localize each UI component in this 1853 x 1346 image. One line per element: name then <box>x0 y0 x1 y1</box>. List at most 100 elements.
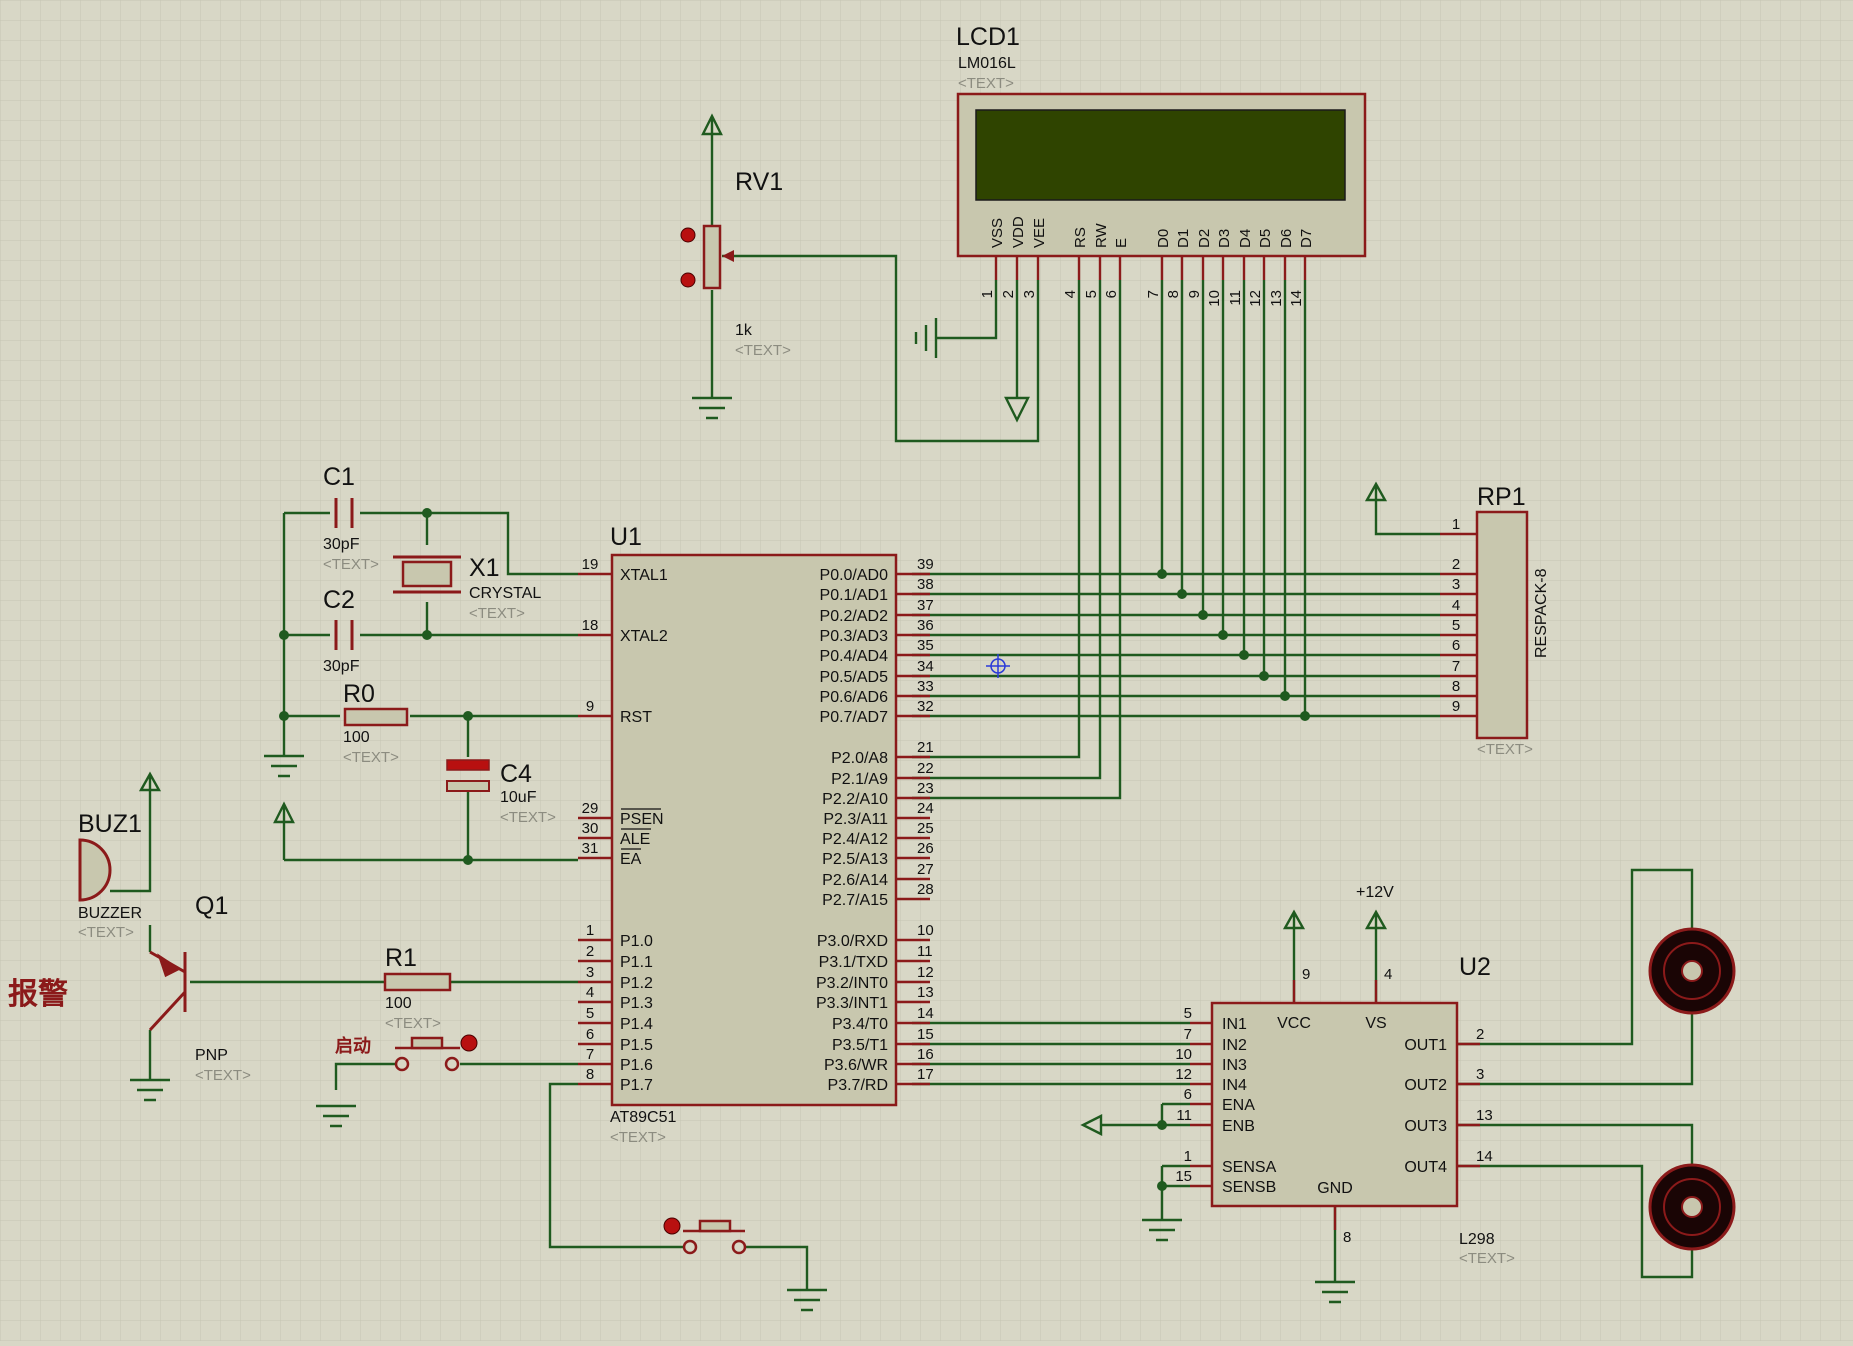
rv1-adjust-down-icon[interactable] <box>680 272 696 288</box>
u2-pin-number: 2 <box>1476 1026 1484 1043</box>
u1-pin-name: P0.5/AD5 <box>820 669 889 686</box>
u2-pin-name: ENA <box>1222 1097 1255 1114</box>
rp1-pin-number: 6 <box>1452 637 1460 654</box>
u1-pin-number: 5 <box>586 1005 594 1022</box>
u1-pin-number: 34 <box>917 658 934 675</box>
u1-pin-name: PSEN <box>620 811 664 828</box>
u1-pin-name: P1.2 <box>620 975 653 992</box>
u1-pin-number: 18 <box>582 617 599 634</box>
u1-pin-number: 22 <box>917 760 934 777</box>
motor-1[interactable] <box>1648 927 1736 1015</box>
wire-ea <box>282 822 578 862</box>
rv1-wiper-arrow <box>722 250 734 262</box>
rp1-body <box>1475 510 1529 740</box>
u1-pin-number: 8 <box>586 1066 594 1083</box>
u1-pin-name: P2.3/A11 <box>823 811 888 828</box>
r1-resistor[interactable] <box>383 972 452 992</box>
start-button-toggle-icon[interactable] <box>460 1034 478 1052</box>
u1-pin-name: P0.0/AD0 <box>820 567 889 584</box>
rv1-adjust-up-icon[interactable] <box>680 227 696 243</box>
u1-pin-number: 27 <box>917 861 934 878</box>
rv1[interactable]: RV1 1k <TEXT> <box>680 168 791 359</box>
x1-text-placeholder: <TEXT> <box>469 605 525 622</box>
q1-ref: Q1 <box>195 892 228 920</box>
u1-pin-name: P3.3/INT1 <box>816 995 888 1012</box>
u2-pin-name: ENB <box>1222 1118 1255 1135</box>
c2-ref: C2 <box>323 586 355 614</box>
wire-rp1-pin1 <box>1374 500 1440 536</box>
lcd-pin-number: 12 <box>1247 290 1264 307</box>
u2-supply-label: +12V <box>1356 884 1394 901</box>
u1-body <box>610 553 898 1107</box>
rp1-pin-number: 7 <box>1452 658 1460 675</box>
x1-crystal[interactable] <box>393 555 461 594</box>
u1-pin-name: P1.0 <box>620 933 653 950</box>
q1-text-placeholder: <TEXT> <box>195 1067 251 1084</box>
u1-pin-number: 13 <box>917 984 934 1001</box>
buz1[interactable] <box>78 838 112 902</box>
wire-buz-pwr <box>110 790 152 893</box>
p17-button[interactable] <box>682 1219 747 1255</box>
r0-resistor[interactable] <box>343 707 409 727</box>
u1-pin-name: P3.4/T0 <box>832 1016 888 1033</box>
lcd-pin-number: 11 <box>1227 290 1244 306</box>
c4-capacitor[interactable] <box>446 759 490 792</box>
u2-pin-number: 4 <box>1384 966 1392 983</box>
u1-pin-name: P3.5/T1 <box>832 1037 888 1054</box>
motor-2[interactable] <box>1648 1163 1736 1251</box>
u1-pin-number: 17 <box>917 1066 934 1083</box>
wire-start <box>334 1062 578 1090</box>
u2[interactable]: U2 L298 <TEXT> +12V 5IN17IN210IN312IN46E… <box>1175 884 1515 1267</box>
buz1-value: BUZZER <box>78 905 142 922</box>
u2-pin-number: 11 <box>1176 1107 1192 1124</box>
u1-pin-name: P0.4/AD4 <box>820 648 889 665</box>
lcd-pin-name: D3 <box>1216 229 1233 248</box>
u1[interactable]: U1 AT89C51 <TEXT> 19XTAL118XTAL29RST29PS… <box>578 523 934 1146</box>
wire-xtal1 <box>427 511 578 576</box>
c2[interactable] <box>334 620 354 650</box>
lcd-screen <box>975 109 1346 201</box>
c1[interactable] <box>334 498 354 528</box>
u1-pin-number: 11 <box>917 943 933 960</box>
u1-pin-number: 26 <box>917 840 934 857</box>
u2-pin-number: 15 <box>1175 1168 1192 1185</box>
u1-pin-number: 6 <box>586 1026 594 1043</box>
r1-text-placeholder: <TEXT> <box>385 1015 441 1032</box>
lcd1[interactable]: LCD1 LM016L <TEXT> VSS1VDD2VEE3RS4RW5E6D… <box>956 23 1367 307</box>
u1-pin-name: P2.4/A12 <box>822 831 888 848</box>
u1-text-placeholder: <TEXT> <box>610 1129 666 1146</box>
u1-pin-name: RST <box>620 709 652 726</box>
u1-pin-name: P1.3 <box>620 995 653 1012</box>
u2-pin-name: OUT1 <box>1404 1037 1447 1054</box>
u1-pin-name: EA <box>620 851 642 868</box>
start-button[interactable] <box>394 1036 460 1072</box>
u1-pin-name: P3.0/RXD <box>817 933 888 950</box>
u2-pin-number: 13 <box>1476 1107 1493 1124</box>
u2-pin-name: SENSA <box>1222 1159 1277 1176</box>
u1-pin-number: 15 <box>917 1026 934 1043</box>
u1-pin-number: 23 <box>917 780 934 797</box>
rv1-body <box>702 224 722 290</box>
lcd-pin-number: 5 <box>1083 290 1100 298</box>
x1-ref: X1 <box>469 554 500 582</box>
r1-value: 100 <box>385 995 412 1012</box>
c1-text-placeholder: <TEXT> <box>323 556 379 573</box>
u1-pin-number: 36 <box>917 617 934 634</box>
u1-pin-name: XTAL1 <box>620 567 668 584</box>
lcd-ref: LCD1 <box>956 23 1020 51</box>
rv1-ref: RV1 <box>735 168 783 196</box>
u2-pin-name: OUT3 <box>1404 1118 1447 1135</box>
lcd-pin-number: 2 <box>1000 290 1017 298</box>
u1-pin-number: 12 <box>917 964 934 981</box>
p17-button-toggle-icon[interactable] <box>663 1217 681 1235</box>
rp1-pin-number: 1 <box>1452 516 1460 533</box>
q1-transistor[interactable] <box>148 950 187 1032</box>
lcd-pin-name: D0 <box>1155 229 1172 248</box>
lcd-pin-number: 6 <box>1103 290 1120 298</box>
wire-out3 <box>1457 1123 1694 1177</box>
r0-value: 100 <box>343 729 370 746</box>
u1-pin-name: P2.1/A9 <box>831 771 888 788</box>
u2-pin-number: 9 <box>1302 966 1310 983</box>
